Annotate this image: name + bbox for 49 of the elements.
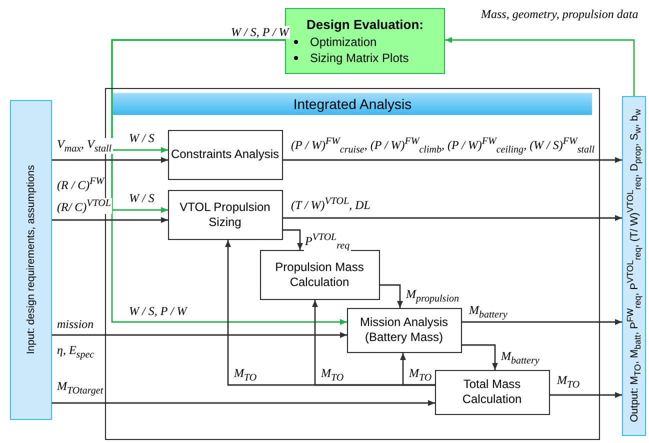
io-panel — [10, 100, 52, 420]
variable-label: (R / C)$^{FW}$ — [56, 176, 106, 192]
arrow — [111, 39, 347, 325]
box-label: Total Mass Calculation — [461, 377, 523, 407]
edge-label: W / S, P / W — [128, 305, 188, 318]
list-item: Optimization — [310, 34, 377, 48]
io-panel — [622, 96, 646, 436]
edge-label: V$_{max}$, V$_{stall}$ — [56, 138, 113, 154]
variable-label: W / S, P / W — [230, 26, 290, 40]
arrow — [52, 157, 168, 163]
edge-label: M$_{propulsion}$ — [405, 288, 460, 304]
process-box — [346, 308, 462, 352]
arrow — [283, 215, 622, 221]
panel-label: Input: design requirements, assumptions — [25, 165, 37, 355]
process-box — [260, 250, 380, 300]
box-label: VTOL Propulsion Sizing — [178, 200, 272, 230]
edge-label: (R/ C)$^{VTOL}$ — [56, 198, 112, 214]
variable-label: η, E$_{spec}$ — [56, 344, 96, 360]
list-item: Sizing Matrix Plots — [310, 50, 409, 64]
arrow — [52, 217, 168, 223]
edge-label: M$_{TO}$ — [233, 367, 258, 384]
arrow — [462, 319, 622, 325]
edge-label: Mass, geometry, propulsion data — [480, 8, 640, 22]
edge-label: W / S — [128, 132, 156, 146]
edge-label: M$_{TO}$ — [320, 367, 345, 384]
arrow — [550, 392, 622, 398]
arrow — [283, 229, 303, 250]
box-label: Constraints Analysis — [170, 147, 280, 162]
edge-label: M$_{battery}$ — [500, 350, 540, 366]
process-box — [434, 370, 550, 414]
arrow — [462, 344, 498, 370]
process-box — [168, 130, 282, 180]
box-label: Propulsion Mass Calculation — [274, 260, 365, 290]
edge-label: M$_{TO}$ — [556, 374, 581, 390]
box-label: Mission Analysis (Battery Mass) — [358, 315, 450, 345]
edge-label: (T / W)$^{VTOL}$, DL — [290, 196, 372, 212]
process-box — [168, 190, 282, 240]
edge-label: M$_{battery}$ — [468, 304, 508, 320]
arrow — [380, 284, 403, 308]
arrow — [445, 37, 635, 96]
arrow — [283, 157, 622, 163]
edge-label: mission — [56, 318, 95, 332]
edge-label: M$_{TO}$ — [408, 367, 433, 384]
box-heading: Design Evaluation: — [306, 16, 424, 32]
arrow — [52, 332, 347, 338]
arrow — [400, 353, 435, 386]
arrow — [52, 400, 435, 406]
edge-label: W / S — [128, 192, 156, 206]
group-title: Integrated Analysis — [113, 93, 592, 115]
